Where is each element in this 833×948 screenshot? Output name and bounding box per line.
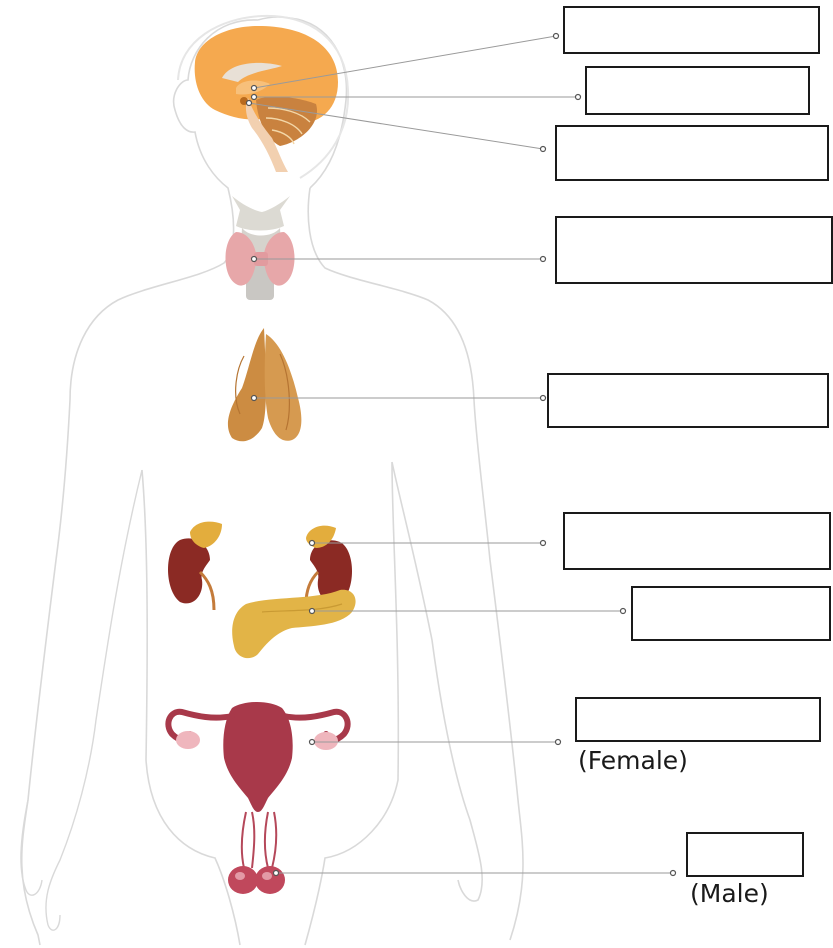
label-box-pancreas[interactable] xyxy=(631,586,831,641)
leader-dot xyxy=(554,34,559,39)
label-box-testis[interactable] xyxy=(686,832,804,877)
leader-dot xyxy=(310,609,315,614)
thymus-icon xyxy=(228,328,301,441)
leader-dot xyxy=(310,541,315,546)
leader-dot xyxy=(556,740,561,745)
leader-dot xyxy=(310,740,315,745)
label-box-pineal[interactable] xyxy=(555,125,829,181)
leader-dot xyxy=(541,541,546,546)
pancreas-icon xyxy=(232,590,355,658)
label-box-pituitary[interactable] xyxy=(585,66,810,115)
caption-male: (Male) xyxy=(690,881,769,906)
label-box-thymus[interactable] xyxy=(547,373,829,428)
brain-icon xyxy=(195,26,338,172)
hand-left xyxy=(21,800,60,930)
leader-dot xyxy=(252,86,257,91)
leader-dot xyxy=(252,95,257,100)
leader-dot xyxy=(252,257,257,262)
leader-dot xyxy=(541,257,546,262)
label-box-ovary[interactable] xyxy=(575,697,821,742)
leader-dot xyxy=(274,871,279,876)
label-box-adrenal[interactable] xyxy=(563,512,831,570)
leader-dot xyxy=(541,147,546,152)
uterus-icon xyxy=(168,702,347,812)
leader-dot xyxy=(252,396,257,401)
leader-dot xyxy=(541,396,546,401)
testes-icon xyxy=(228,812,285,894)
arm-left-inner xyxy=(46,470,142,925)
leader-dot xyxy=(671,871,676,876)
leader-dot xyxy=(621,609,626,614)
leader-dot xyxy=(576,95,581,100)
label-box-hypothalamus[interactable] xyxy=(563,6,820,54)
label-box-thyroid[interactable] xyxy=(555,216,833,284)
caption-female: (Female) xyxy=(578,748,688,773)
thyroid-icon xyxy=(226,196,295,300)
leader-dot xyxy=(247,101,252,106)
